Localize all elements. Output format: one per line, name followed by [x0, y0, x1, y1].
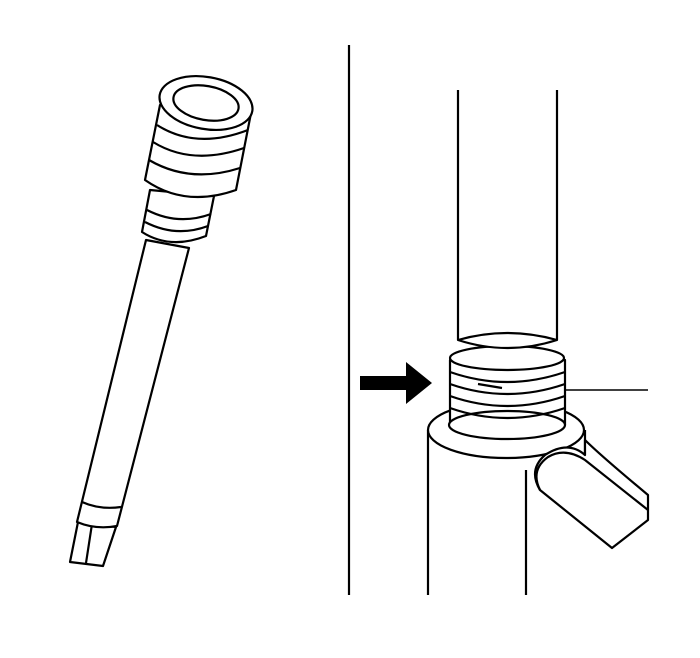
- tool: [68, 75, 254, 568]
- side-pipe: [524, 438, 650, 595]
- threaded-nut: [447, 344, 567, 441]
- tool-shaft: [75, 238, 191, 529]
- tool-collar: [140, 188, 216, 244]
- tool-bit: [68, 520, 118, 568]
- fitting-assembly: [426, 90, 650, 595]
- tool-head: [143, 75, 254, 199]
- upper-tube: [456, 90, 559, 350]
- arrow-right-icon: [360, 362, 432, 404]
